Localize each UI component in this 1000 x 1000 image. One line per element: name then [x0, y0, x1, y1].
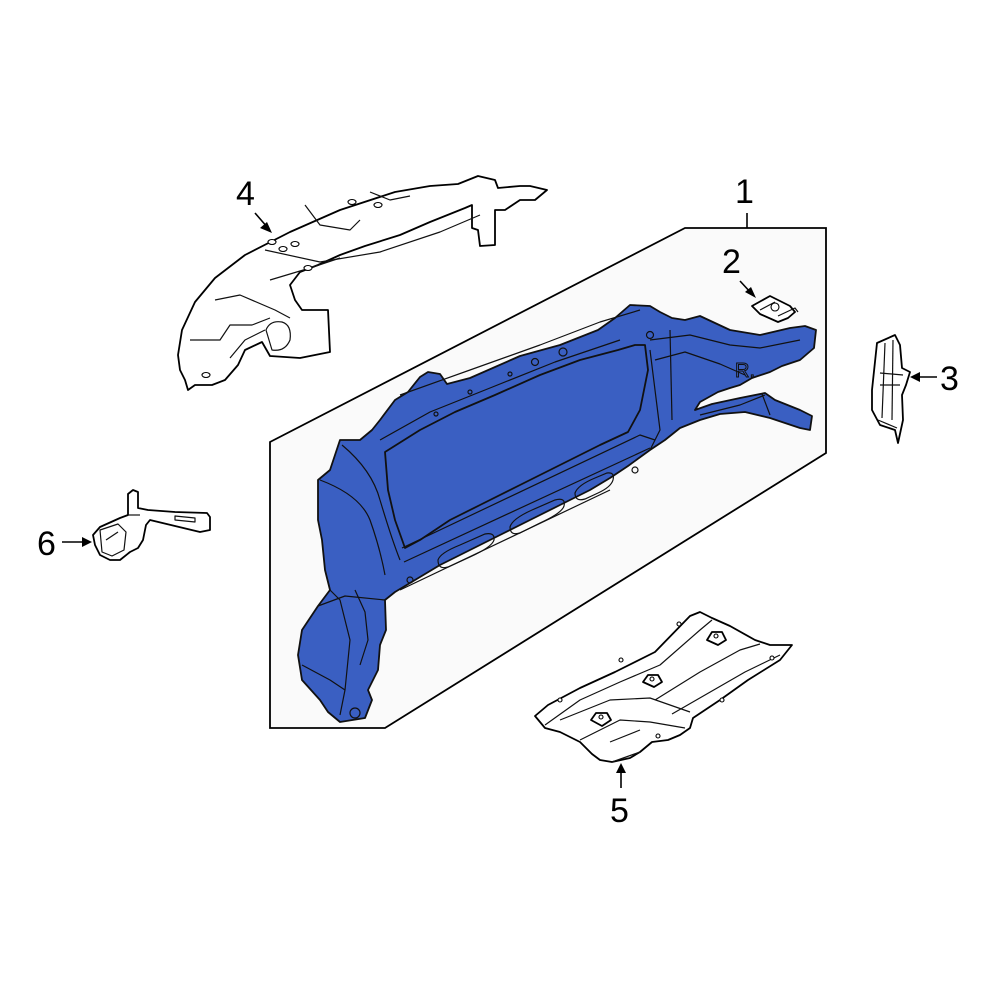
callout-1[interactable]: 1 [735, 173, 754, 228]
upper-tie-bar-cover-part[interactable] [177, 175, 548, 391]
mounting-boss [642, 674, 663, 688]
callout-3[interactable]: 3 [910, 360, 959, 398]
lower-splash-shield-part[interactable] [534, 611, 793, 763]
callout-number-1: 1 [735, 173, 754, 211]
mounting-boss [706, 631, 727, 646]
embossed-marking: R. [735, 360, 755, 382]
mounting-boss [590, 712, 612, 727]
side-bracket-part[interactable] [871, 334, 911, 444]
latch-bracket-part[interactable] [92, 489, 211, 561]
callout-number-6: 6 [37, 525, 56, 563]
callout-number-3: 3 [940, 360, 959, 398]
callout-2[interactable]: 2 [722, 243, 756, 298]
callout-4[interactable]: 4 [236, 175, 272, 233]
callout-number-4: 4 [236, 175, 255, 213]
callout-6[interactable]: 6 [37, 525, 92, 563]
radiator-support-assembly[interactable]: R. [297, 304, 817, 723]
callout-number-5: 5 [610, 792, 629, 830]
clip-nut-part[interactable] [751, 295, 799, 323]
callout-number-2: 2 [722, 243, 741, 281]
callout-5[interactable]: 5 [610, 763, 629, 830]
